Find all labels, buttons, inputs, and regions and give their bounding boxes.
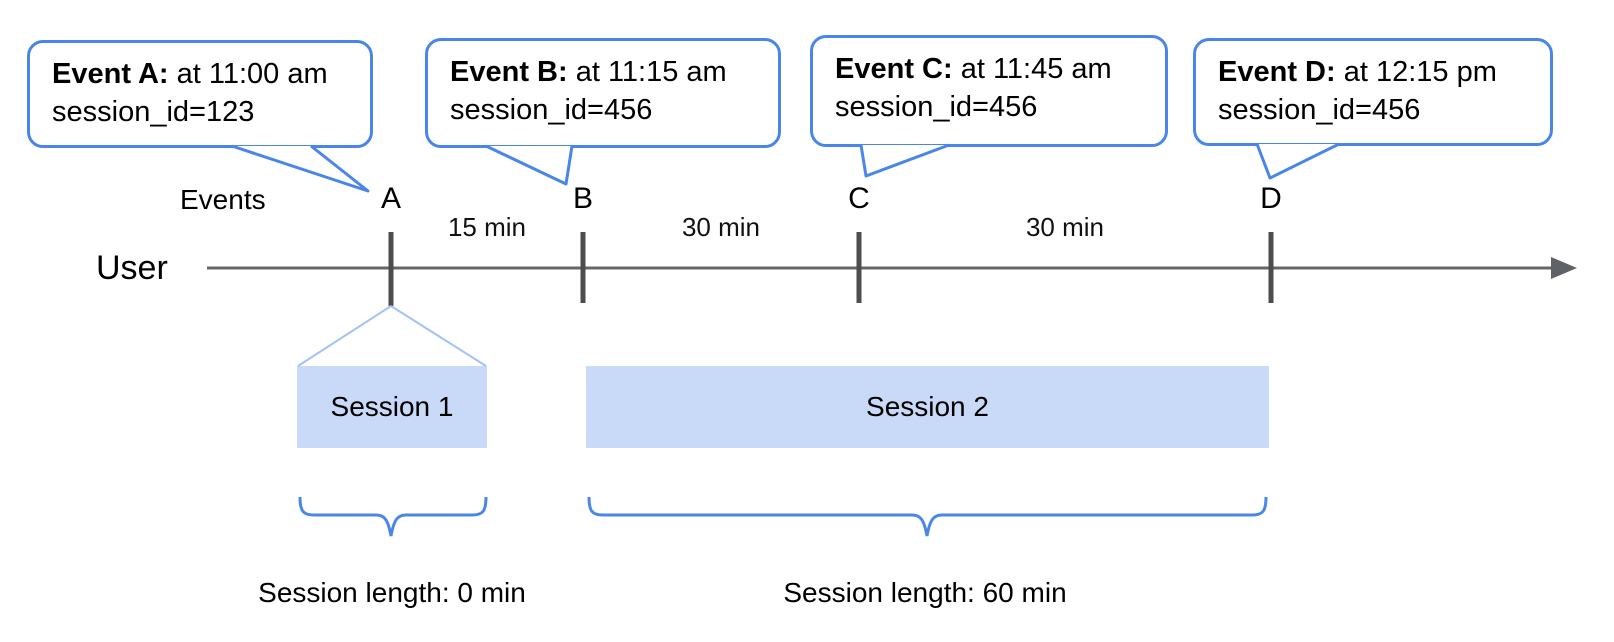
session-1-fan-line-left xyxy=(297,305,392,367)
timeline-arrowhead-icon xyxy=(1551,257,1577,279)
user-row-label: User xyxy=(96,249,168,287)
callout-event-a-time: at 11:00 am xyxy=(168,58,328,90)
interval-b-c: 30 min xyxy=(681,212,761,242)
interval-c-d: 30 min xyxy=(1025,212,1105,242)
interval-a-b: 15 min xyxy=(447,212,527,242)
callout-event-b-time: at 11:15 am xyxy=(567,56,727,88)
callout-event-c: Event C: at 11:45 am session_id=456 xyxy=(810,35,1168,147)
session-2-bar: Session 2 xyxy=(586,366,1269,448)
event-marker-d: D xyxy=(1260,182,1282,215)
callout-event-c-session: session_id=456 xyxy=(835,91,1038,123)
callout-event-c-time: at 11:45 am xyxy=(952,53,1112,85)
callout-event-d-session: session_id=456 xyxy=(1218,94,1421,126)
event-marker-b: B xyxy=(572,182,594,215)
session-2-brace xyxy=(587,496,1268,537)
session-2-length-label: Session length: 60 min xyxy=(783,577,1067,608)
session-2-label: Session 2 xyxy=(866,391,989,422)
session-1-fan-line-right xyxy=(390,305,487,367)
callout-event-a-session: session_id=123 xyxy=(52,96,255,128)
callout-event-a: Event A: at 11:00 am session_id=123 xyxy=(27,40,373,148)
callout-event-b-line1: Event B: at 11:15 am xyxy=(450,53,758,91)
session-1-length-label: Session length: 0 min xyxy=(258,577,526,608)
event-marker-a: A xyxy=(380,182,402,215)
callout-event-b-session: session_id=456 xyxy=(450,94,653,126)
callout-event-d-line1: Event D: at 12:15 pm xyxy=(1218,53,1530,91)
callout-event-a-line1: Event A: at 11:00 am xyxy=(52,55,350,93)
callout-event-c-title: Event C: xyxy=(835,53,953,85)
callout-event-b-title: Event B: xyxy=(450,56,568,88)
events-row-label: Events xyxy=(180,184,266,215)
callout-event-d-time: at 12:15 pm xyxy=(1335,56,1497,88)
session-1-label: Session 1 xyxy=(330,391,454,422)
callout-event-d: Event D: at 12:15 pm session_id=456 xyxy=(1193,38,1553,146)
callout-d-tail xyxy=(1255,142,1340,180)
callout-event-c-line1: Event C: at 11:45 am xyxy=(835,50,1145,88)
callout-event-b: Event B: at 11:15 am session_id=456 xyxy=(425,38,781,148)
callout-c-tail xyxy=(859,143,950,178)
callout-b-tail xyxy=(485,144,574,186)
callout-event-a-title: Event A: xyxy=(52,58,169,90)
session-1-brace xyxy=(298,496,488,537)
session-1-bar: Session 1 xyxy=(297,366,487,448)
event-marker-c: C xyxy=(848,182,870,215)
callout-event-d-title: Event D: xyxy=(1218,56,1336,88)
